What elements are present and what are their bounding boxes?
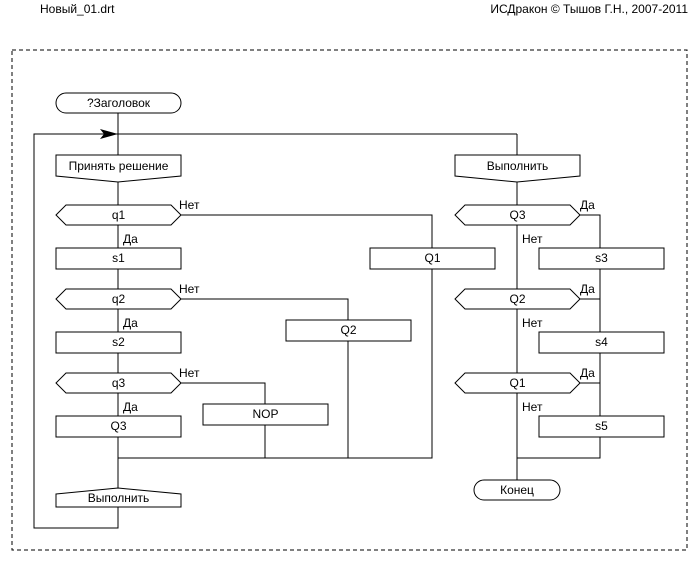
label-no-q2: Нет [179, 282, 200, 296]
question-Q3: Q3 [454, 204, 581, 226]
branch-header-2-label: Выполнить [487, 159, 549, 173]
question-q3: q3 [55, 372, 182, 394]
action-s1: s1 [55, 247, 182, 270]
address-icon: Выполнить [55, 487, 182, 508]
label-yes-Q2: Да [580, 282, 595, 296]
action-s4-label: s4 [595, 335, 608, 349]
action-Q2-label: Q2 [340, 323, 356, 337]
address-icon-label: Выполнить [88, 491, 150, 505]
question-q1-label: q1 [112, 208, 126, 222]
branch-header-1-label: Принять решение [69, 159, 169, 173]
question-Q2-label: Q2 [509, 292, 525, 306]
action-s4: s4 [538, 331, 665, 354]
label-yes-Q3: Да [580, 198, 595, 212]
copyright: ИСДракон © Тышов Г.Н., 2007-2011 [490, 2, 688, 16]
action-Q3-left-label: Q3 [110, 419, 126, 433]
question-Q2: Q2 [454, 288, 581, 310]
action-s5-label: s5 [595, 419, 608, 433]
branch-header-2: Выполнить [454, 154, 581, 183]
action-Q1-label: Q1 [424, 251, 440, 265]
end-icon-label: Конец [500, 483, 534, 497]
action-s5: s5 [538, 415, 665, 438]
action-Q2: Q2 [285, 319, 412, 342]
question-Q3-label: Q3 [509, 208, 525, 222]
action-s1-label: s1 [112, 251, 125, 265]
branch-labels: Нет Да Нет Да Нет Да Да Нет Да Нет Да Не… [123, 198, 595, 414]
file-name: Новый_01.drt [40, 2, 115, 16]
action-nop-label: NOP [252, 407, 278, 421]
label-no-Q2: Нет [522, 316, 543, 330]
label-no-Q3: Нет [522, 232, 543, 246]
label-no-q1: Нет [179, 198, 200, 212]
label-yes-q3: Да [123, 400, 138, 414]
action-Q1: Q1 [369, 247, 496, 270]
end-icon: Конец [473, 479, 561, 501]
question-q2: q2 [55, 288, 182, 310]
action-s3-label: s3 [595, 251, 608, 265]
question-q2-label: q2 [112, 292, 126, 306]
loop-arrow-icon [100, 129, 118, 139]
question-Q1: Q1 [454, 372, 581, 394]
question-q3-label: q3 [112, 376, 126, 390]
title-icon: ?Заголовок [55, 92, 182, 114]
action-s3: s3 [538, 247, 665, 270]
label-yes-Q1: Да [580, 366, 595, 380]
label-no-Q1: Нет [522, 400, 543, 414]
title-icon-label: ?Заголовок [87, 96, 151, 110]
diagram-frame [11, 49, 688, 551]
action-s2: s2 [55, 331, 182, 354]
action-Q3-left: Q3 [55, 415, 182, 438]
question-Q1-label: Q1 [509, 376, 525, 390]
action-s2-label: s2 [112, 335, 125, 349]
branch-header-1: Принять решение [55, 154, 182, 183]
label-yes-q2: Да [123, 316, 138, 330]
label-no-q3: Нет [179, 366, 200, 380]
label-yes-q1: Да [123, 232, 138, 246]
question-q1: q1 [55, 204, 182, 226]
action-nop: NOP [202, 403, 329, 426]
